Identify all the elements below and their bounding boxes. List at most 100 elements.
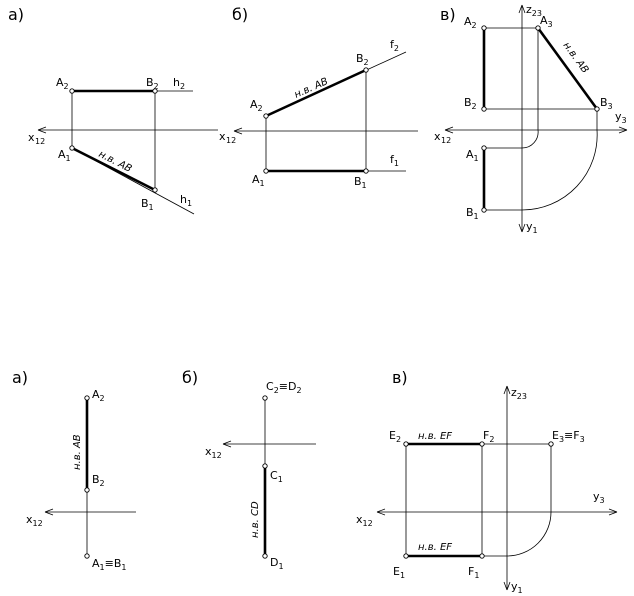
axis-y3-label: y3 [593, 490, 605, 505]
axis-arrow [618, 129, 628, 134]
axis-z-label: z23 [511, 386, 527, 401]
label-a1-eq-b1: A1≡B1 [92, 557, 126, 572]
label-a1: A1 [466, 148, 479, 163]
label-a3: A3 [540, 14, 553, 29]
label-b2: B2 [146, 76, 159, 91]
axis-x-sub: 12 [35, 137, 45, 146]
point-a1 [69, 145, 75, 151]
point-b2 [363, 67, 369, 73]
axis-x-label: x [28, 131, 35, 144]
segment-a3b3-true-length [536, 27, 599, 110]
panel-label-bottom-a: а) [12, 368, 28, 387]
label-a2: A2 [56, 76, 69, 91]
point-a2 [69, 88, 75, 94]
label-h1: h1 [180, 193, 192, 208]
annotation-nv-ab-bottom-a: н.в. АВ [72, 434, 83, 470]
panel-label-top-v: в) [440, 5, 456, 24]
label-a1: A1 [58, 148, 71, 163]
axis-arrow [618, 126, 628, 131]
axis-x-label: x [219, 130, 226, 143]
point-a2 [84, 395, 90, 401]
axis-z-label: z23 [526, 3, 542, 18]
point-e2 [403, 441, 409, 447]
segment-a2b2-true-length [265, 68, 367, 118]
construction-arc [482, 511, 552, 557]
point-b1 [152, 187, 158, 193]
axis-arrow [521, 4, 526, 14]
annotation-nv-ef-bottom: н.в. EF [418, 542, 452, 553]
panel-label-top-a: а) [8, 5, 24, 24]
label-a2: A2 [250, 98, 263, 113]
panel-label-bottom-v: в) [392, 368, 408, 387]
panel-top-b: б) x 12 A2 B2 f2 A1 B1 f1 н.в. АВ [219, 5, 418, 190]
axis-x-sub: 12 [441, 136, 451, 145]
point-b2 [84, 487, 90, 493]
label-f1: f1 [390, 153, 399, 168]
axis-x-label: x12 [205, 445, 222, 460]
axis-arrow [37, 126, 47, 131]
label-f2: F2 [483, 429, 494, 444]
axis-arrow [503, 581, 508, 591]
label-b1: B1 [141, 197, 154, 212]
point-b2 [152, 88, 158, 94]
axis-x-sub: 12 [226, 136, 236, 145]
label-a1: A1 [252, 173, 265, 188]
point-f2 [479, 441, 485, 447]
point-f1 [479, 553, 485, 559]
axis-x-label: x12 [26, 513, 43, 528]
axis-arrow [44, 511, 54, 516]
axis-y1-label: y1 [511, 580, 523, 595]
axis-arrow [222, 440, 232, 445]
point-a1 [263, 168, 269, 174]
label-b2: B2 [356, 52, 369, 67]
axis-arrow [376, 508, 386, 513]
label-b1: B1 [466, 206, 479, 221]
point-a1-b1 [84, 553, 90, 559]
label-d1: D1 [270, 556, 284, 571]
axis-y3-label: y3 [615, 110, 627, 125]
axis-arrow [608, 508, 618, 513]
label-a2: A2 [92, 388, 105, 403]
axis-arrow [444, 126, 454, 131]
annotation-nv-ab-top-v: н.в. АВ [561, 40, 591, 75]
panel-bottom-b: б) x12 C2≡D2 C1 D1 н.в. CD [182, 368, 316, 571]
point-b1 [481, 207, 487, 213]
label-e3-eq-f3: E3≡F3 [552, 429, 585, 444]
panel-label-top-b: б) [232, 5, 248, 24]
point-a1 [481, 145, 487, 151]
axis-y1-label: y1 [526, 220, 538, 235]
point-e1 [403, 553, 409, 559]
axis-arrow [521, 223, 526, 233]
axis-arrow [518, 223, 523, 233]
annotation-nv-ab-top-b: н.в. АВ [293, 76, 330, 101]
axis-arrow [376, 511, 386, 516]
label-c1: C1 [270, 469, 283, 484]
label-h2: h2 [173, 76, 185, 91]
axis-x-label: x [434, 130, 441, 143]
label-f1: F1 [468, 565, 479, 580]
panel-bottom-a: а) x12 A2 B2 A1≡B1 н.в. АВ [12, 368, 136, 572]
point-b2 [481, 106, 487, 112]
panel-top-v: в) x 12 z23 y3 y1 A2 B [434, 3, 628, 235]
annotation-nv-ef-top: н.в. EF [418, 431, 452, 442]
label-b2: B2 [464, 96, 477, 111]
axis-arrow [503, 385, 508, 395]
axis-arrow [37, 129, 47, 134]
axis-arrow [506, 385, 511, 395]
construction-arc-a [484, 28, 539, 149]
axis-arrow [608, 511, 618, 516]
point-e3-f3 [548, 441, 554, 447]
panel-top-a: а) x 12 A2 B2 h2 A1 B1 h1 н.в. АВ [8, 5, 218, 215]
label-a2: A2 [464, 15, 477, 30]
panel-bottom-v: в) x12 y3 z23 y1 E2 F2 E3≡F3 E1 F1 [356, 368, 618, 595]
label-e2: E2 [389, 429, 401, 444]
axis-arrow [506, 581, 511, 591]
label-b3: B3 [600, 96, 613, 111]
axis-arrow [44, 508, 54, 513]
point-b3 [594, 106, 600, 112]
label-f2: f2 [390, 38, 399, 53]
point-d1 [262, 553, 268, 559]
axis-x-label: x12 [356, 513, 373, 528]
